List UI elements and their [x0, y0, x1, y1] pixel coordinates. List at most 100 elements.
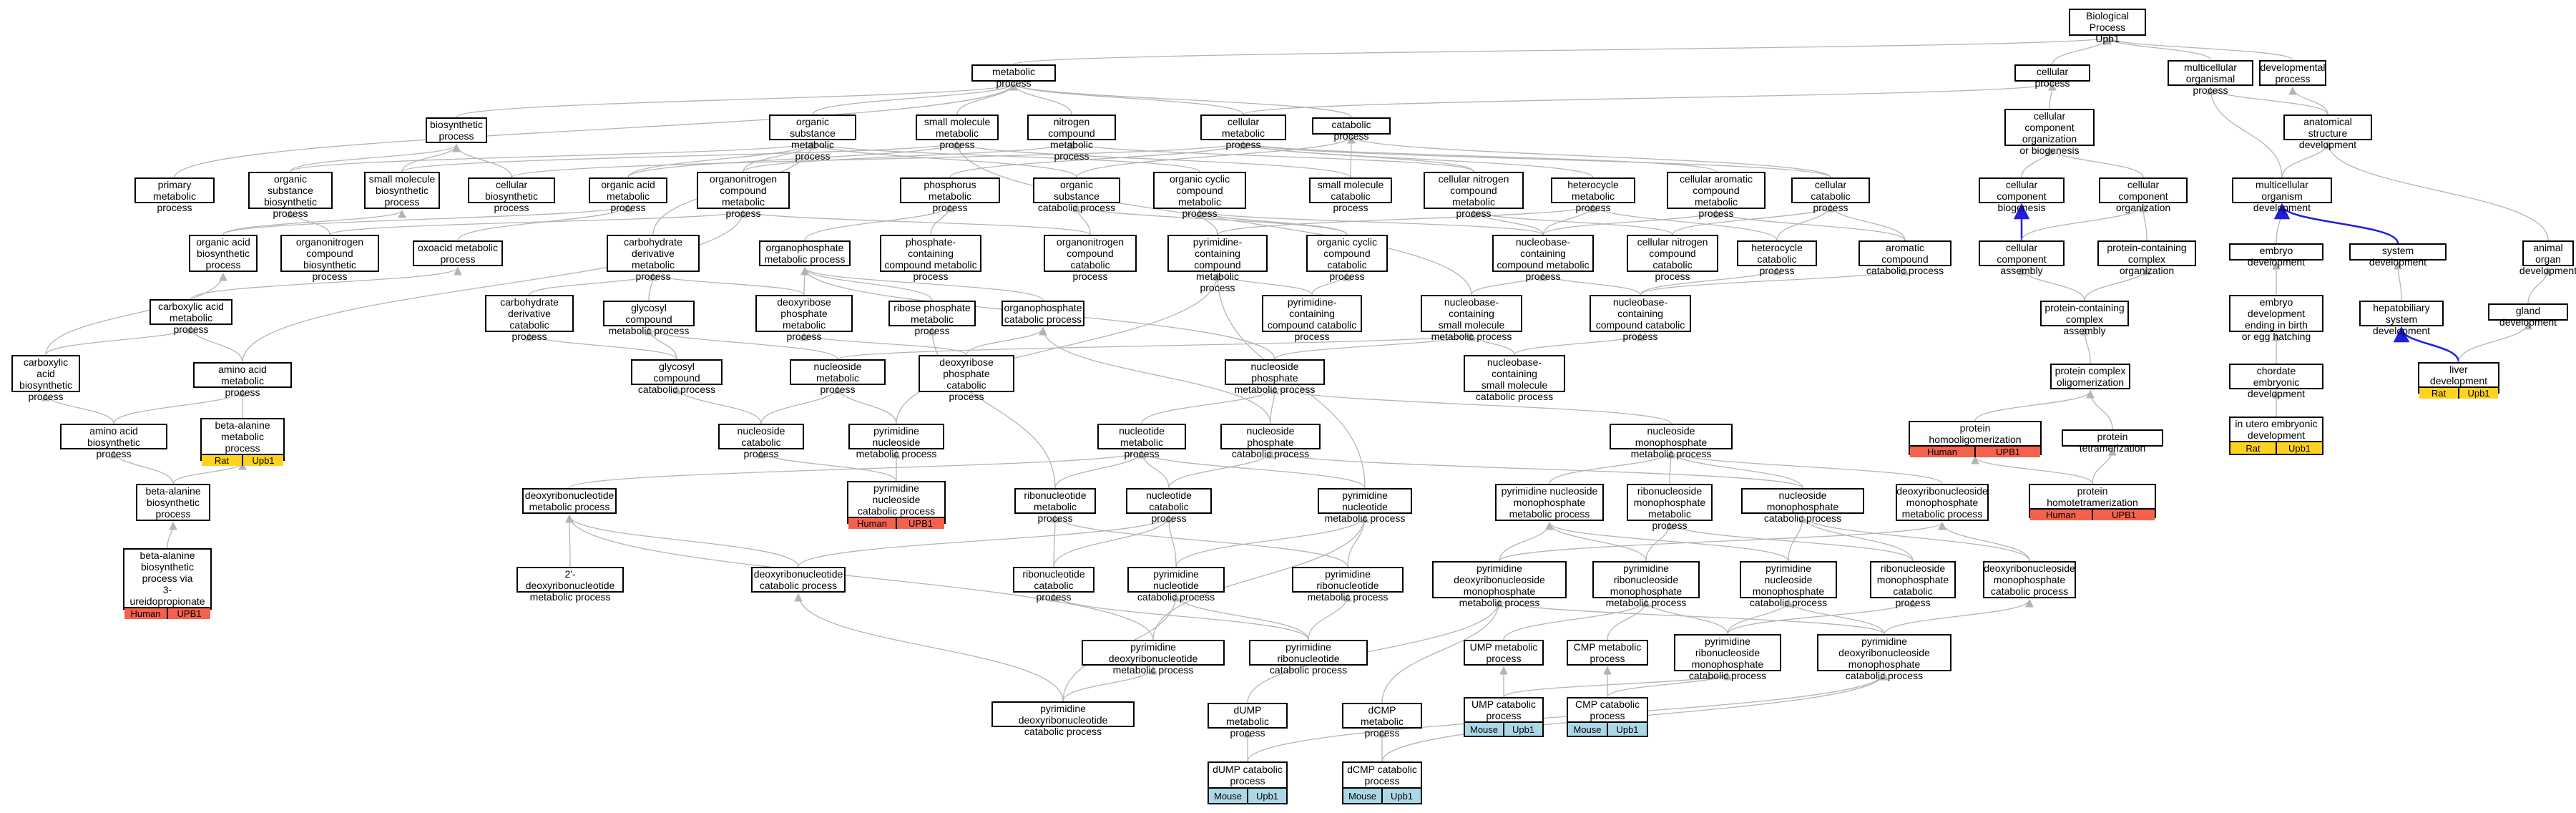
- go-term-ribose-phos[interactable]: ribose phosphate metabolic process: [888, 301, 976, 336]
- go-term-multicell[interactable]: multicellular organismal process: [2168, 60, 2253, 96]
- go-term-pyr-deoxyribonucleotide-cat[interactable]: pyrimidine deoxyribonucleotide catabolic…: [991, 701, 1135, 737]
- go-term-pyr-ribonucleoside-mp-cat[interactable]: pyrimidine ribonucleoside monophosphate …: [1674, 634, 1781, 681]
- go-term-bio[interactable]: Biological Process Upb1: [2069, 9, 2146, 44]
- go-term-cell-aromatic[interactable]: cellular aromatic compound metabolic pro…: [1667, 172, 1766, 219]
- go-term-pyr-deoxyribonucleoside-mp-cat[interactable]: pyrimidine deoxyribonucleoside monophosp…: [1817, 634, 1951, 681]
- go-term-pyr-nmp[interactable]: pyrimidine nucleoside monophosphate meta…: [1495, 484, 1604, 521]
- go-term-pyr-nucleotide-cat[interactable]: pyrimidine nucleotide catabolic process: [1127, 567, 1225, 603]
- go-term-gland-dev[interactable]: gland development: [2488, 303, 2568, 328]
- go-term-carb-deriv-cat[interactable]: carbohydrate derivative catabolic proces…: [485, 295, 574, 342]
- go-term-pyr-nucleotide[interactable]: pyrimidine nucleotide metabolic process: [1318, 488, 1412, 524]
- go-term-organophos-cat[interactable]: organophosphate catabolic process: [1001, 301, 1084, 326]
- go-term-org-acid-bios[interactable]: organic acid biosynthetic process: [189, 235, 258, 272]
- go-term-organophos[interactable]: organophosphate metabolic process: [759, 240, 851, 266]
- go-term-cell-bios[interactable]: cellular biosynthetic process: [468, 177, 555, 213]
- go-term-protein-complex-org[interactable]: protein-containing complex organization: [2097, 240, 2196, 276]
- go-term-pyr-deoxyribonucleoside-mp[interactable]: pyrimidine deoxyribonucleoside monophosp…: [1432, 561, 1567, 608]
- go-term-biosynthetic[interactable]: biosynthetic process: [426, 117, 487, 143]
- go-term-phos-contain[interactable]: phosphate-containing compound metabolic …: [880, 235, 981, 282]
- go-term-cell-metab[interactable]: cellular metabolic process: [1200, 115, 1286, 150]
- go-term-protein-complex-olig[interactable]: protein complex oligomerization: [2050, 364, 2130, 389]
- go-term-small-mol[interactable]: small molecule metabolic process: [916, 115, 999, 150]
- go-term-carboxylic-bios[interactable]: carboxylic acid biosynthetic process: [11, 355, 80, 402]
- go-term-nb-small-mol[interactable]: nucleobase-containing small molecule met…: [1421, 295, 1522, 342]
- go-term-organonit-bios[interactable]: organonitrogen compound biosynthetic pro…: [280, 235, 379, 282]
- go-term-deoxyribonucleotide[interactable]: deoxyribonucleotide metabolic process: [522, 488, 617, 514]
- go-term-cell-nitrogen[interactable]: cellular nitrogen compound metabolic pro…: [1424, 172, 1524, 219]
- go-term-pyr-deoxyribonucleotide[interactable]: pyrimidine deoxyribonucleotide metabolic…: [1082, 640, 1225, 676]
- go-term-cmp-metab[interactable]: CMP metabolic process: [1567, 640, 1648, 666]
- go-term-glycosyl[interactable]: glycosyl compound metabolic process: [603, 301, 695, 336]
- go-term-pyr-ribonucleotide-cat[interactable]: pyrimidine ribonucleotide catabolic proc…: [1249, 640, 1368, 676]
- go-term-oxoacid[interactable]: oxoacid metabolic process: [413, 240, 503, 266]
- go-term-cc-assembly[interactable]: cellular component assembly: [1979, 240, 2065, 276]
- go-term-organic-sub[interactable]: organic substance metabolic process: [769, 115, 856, 162]
- go-term-carb-deriv[interactable]: carbohydrate derivative metabolic proces…: [607, 235, 700, 282]
- go-term-heterocycle[interactable]: heterocycle metabolic process: [1551, 177, 1635, 213]
- go-term-cell-nitrogen-cat[interactable]: cellular nitrogen compound catabolic pro…: [1627, 235, 1718, 282]
- go-term-org-cyclic-cat[interactable]: organic cyclic compound catabolic proces…: [1306, 235, 1388, 282]
- go-term-beta-alanine-via[interactable]: beta-alanine biosynthetic process via 3-…: [123, 548, 212, 619]
- go-term-embryo-dev[interactable]: embryo development: [2229, 243, 2323, 268]
- go-term-cell-catabolic[interactable]: cellular catabolic process: [1791, 177, 1870, 213]
- go-term-pyr-contain-cat[interactable]: pyrimidine-containing compound catabolic…: [1262, 295, 1362, 342]
- go-term-multicell-dev[interactable]: multicellular organism development: [2232, 177, 2332, 213]
- go-term-org-sub-cat[interactable]: organic substance catabolic process: [1033, 177, 1120, 213]
- go-term-beta-alanine-bios[interactable]: beta-alanine biosynthetic process: [136, 484, 210, 521]
- go-term-deoxyribose-phos[interactable]: deoxyribose phosphate metabolic process: [755, 295, 853, 342]
- go-term-pyr-ribonucleotide[interactable]: pyrimidine ribonucleotide metabolic proc…: [1292, 567, 1404, 603]
- go-term-org-cyclic[interactable]: organic cyclic compound metabolic proces…: [1153, 172, 1246, 219]
- go-term-cc-org[interactable]: cellular component organization: [2099, 177, 2188, 213]
- go-term-organonit[interactable]: organonitrogen compound metabolic proces…: [697, 172, 790, 219]
- go-term-nmp-cat[interactable]: nucleoside monophosphate catabolic proce…: [1741, 488, 1864, 524]
- go-term-deoxyribonucleoside-mp[interactable]: deoxyribonucleoside monophosphate metabo…: [1896, 484, 1989, 521]
- go-term-anat[interactable]: anatomical structure development: [2283, 115, 2372, 150]
- go-term-pyr-nucleoside[interactable]: pyrimidine nucleoside metabolic process: [848, 424, 944, 459]
- go-term-ump-metab[interactable]: UMP metabolic process: [1464, 640, 1544, 666]
- go-term-developmental[interactable]: developmental process: [2259, 60, 2326, 86]
- go-term-pyr-contain[interactable]: pyrimidine-containing compound metabolic…: [1167, 235, 1268, 293]
- go-term-catabolic[interactable]: catabolic process: [1312, 117, 1391, 142]
- go-term-heterocycle-cat[interactable]: heterocycle catabolic process: [1737, 240, 1817, 276]
- go-term-dideoxyribonucleotide[interactable]: 2'-deoxyribonucleotide metabolic process: [516, 567, 624, 603]
- go-term-small-mol-bios[interactable]: small molecule biosynthetic process: [364, 172, 440, 209]
- go-term-chordate[interactable]: chordate embryonic development: [2229, 364, 2323, 399]
- go-term-nitrogen-cmp[interactable]: nitrogen compound metabolic process: [1027, 115, 1116, 162]
- go-term-protein-complex-asm[interactable]: protein-containing complex assembly: [2040, 301, 2129, 336]
- go-term-ccob[interactable]: cellular component organization or bioge…: [2004, 109, 2095, 156]
- go-term-org-acid[interactable]: organic acid metabolic process: [589, 177, 667, 213]
- go-term-ribonucleoside-mp-cat[interactable]: ribonucleoside monophosphate catabolic p…: [1870, 561, 1956, 608]
- go-term-carboxylic[interactable]: carboxylic acid metabolic process: [150, 299, 232, 335]
- go-term-primary[interactable]: primary metabolic process: [134, 177, 215, 213]
- go-term-pyr-nucleoside-mp-cat[interactable]: pyrimidine nucleoside monophosphate cata…: [1740, 561, 1837, 608]
- go-term-glycosyl-cat[interactable]: glycosyl compound catabolic process: [631, 359, 723, 395]
- go-term-amino-acid[interactable]: amino acid metabolic process: [193, 362, 292, 398]
- go-term-deoxyribose-phos-cat[interactable]: deoxyribose phosphate catabolic process: [919, 355, 1014, 402]
- go-term-deoxyribonucleoside-mp-cat[interactable]: deoxyribonucleoside monophosphate catabo…: [1983, 561, 2076, 598]
- go-term-system-dev[interactable]: system development: [2349, 243, 2447, 268]
- go-term-nucleoside-cat[interactable]: nucleoside catabolic process: [718, 424, 804, 459]
- go-term-nucleoside-phos-cat[interactable]: nucleoside phosphate catabolic process: [1220, 424, 1321, 459]
- go-term-nmp-metab[interactable]: nucleoside monophosphate metabolic proce…: [1610, 424, 1733, 459]
- go-term-embryo-birth[interactable]: embryo development ending in birth or eg…: [2229, 295, 2323, 342]
- go-term-metabolic[interactable]: metabolic process: [971, 64, 1056, 89]
- go-term-ribonucleotide-cat[interactable]: ribonucleotide catabolic process: [1013, 567, 1094, 603]
- go-term-nucleotide-metab[interactable]: nucleotide metabolic process: [1097, 424, 1186, 459]
- go-term-ribonucleotide[interactable]: ribonucleotide metabolic process: [1014, 488, 1096, 524]
- go-term-phosphorus[interactable]: phosphorus metabolic process: [900, 177, 1000, 213]
- go-term-nucleobase-contain[interactable]: nucleobase-containing compound metabolic…: [1492, 235, 1594, 282]
- go-term-amino-acid-bios[interactable]: amino acid biosynthetic process: [60, 424, 167, 459]
- go-term-org-sub-bios[interactable]: organic substance biosynthetic process: [248, 172, 333, 219]
- go-term-cc-biogenesis[interactable]: cellular component biogenesis: [1979, 177, 2065, 213]
- go-term-cellular[interactable]: cellular process: [2014, 64, 2090, 89]
- go-term-nucleotide-cat[interactable]: nucleotide catabolic process: [1126, 488, 1212, 524]
- go-term-nb-small-mol-cat[interactable]: nucleobase-containing small molecule cat…: [1464, 355, 1565, 402]
- go-term-deoxyribonucleotide-cat[interactable]: deoxyribonucleotide catabolic process: [751, 567, 846, 593]
